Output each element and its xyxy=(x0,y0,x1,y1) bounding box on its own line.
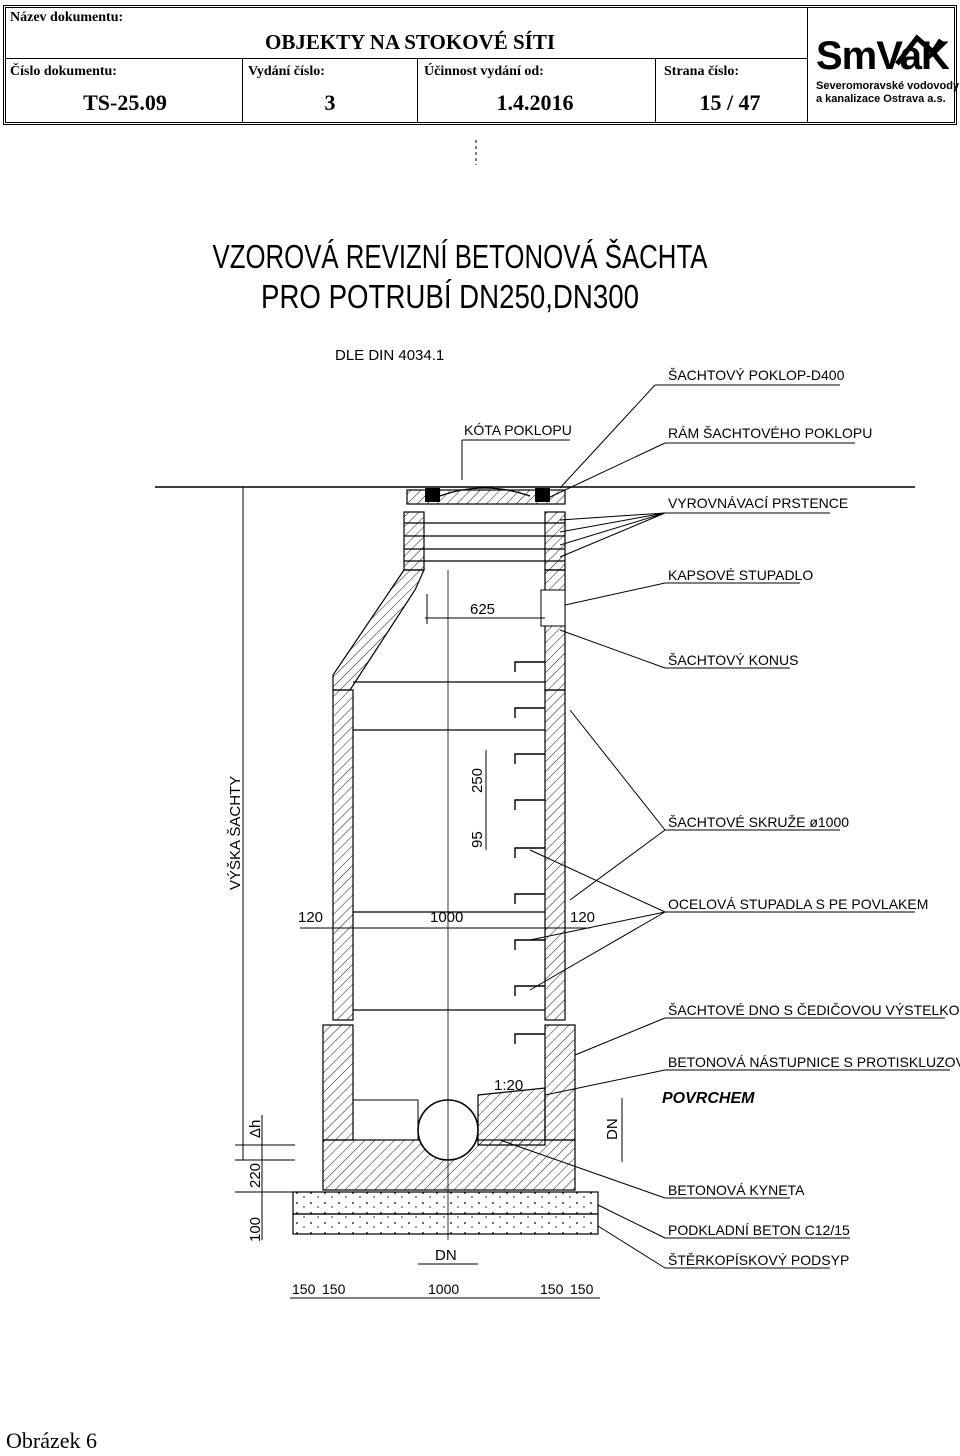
label-cover-level: KÓTA POKLOPU xyxy=(464,422,572,438)
dim-opening: 625 xyxy=(470,601,495,618)
logo-swoosh-icon xyxy=(895,34,944,66)
dim-base-thickness: 100 xyxy=(247,1217,264,1242)
label-pocket-step: KAPSOVÉ STUPADLO xyxy=(668,567,813,583)
doc-name-value: OBJEKTY NA STOKOVÉ SÍTI xyxy=(264,30,555,54)
manhole-drawing: VZOROVÁ REVIZNÍ BETONOVÁ ŠACHTA PRO POTR… xyxy=(155,140,960,1299)
header-divider-v2 xyxy=(417,58,418,122)
logo-line-2: a kanalizace Ostrava a.s. xyxy=(816,93,946,105)
drawing-title-line-1: VZOROVÁ REVIZNÍ BETONOVÁ ŠACHTA xyxy=(213,238,708,275)
label-base-concrete: PODKLADNÍ BETON C12/15 xyxy=(668,1222,850,1238)
dim-base-mid: 1000 xyxy=(428,1281,459,1297)
page-number: 15 / 47 xyxy=(699,90,761,115)
effective-value: 1.4.2016 xyxy=(496,90,574,115)
drawing-standard: DLE DIN 4034.1 xyxy=(335,347,444,364)
label-cover-frame: RÁM ŠACHTOVÉHO POKLOPU xyxy=(668,425,872,441)
label-rings: ŠACHTOVÉ SKRUŽE ø1000 xyxy=(668,814,849,830)
dim-wall-right: 120 xyxy=(570,909,595,926)
effective-label: Účinnost vydání od: xyxy=(424,64,544,79)
issue-value: 3 xyxy=(324,90,336,115)
label-cone: ŠACHTOVÝ KONUS xyxy=(668,652,798,668)
drawing-title-line-2: PRO POTRUBÍ DN250,DN300 xyxy=(261,278,639,315)
steps xyxy=(514,661,545,1044)
label-bench: BETONOVÁ NÁSTUPNICE S PROTISKLUZOVÝM xyxy=(668,1054,960,1070)
page-label: Strana číslo: xyxy=(664,64,740,79)
doc-number-label: Číslo dokumentu: xyxy=(10,64,117,79)
label-channel: BETONOVÁ KYNETA xyxy=(668,1182,805,1198)
dim-wall-left: 120 xyxy=(298,909,323,926)
label-bench-handwritten: POVRCHEM xyxy=(662,1090,755,1107)
label-leveling-rings: VYROVNÁVACÍ PRSTENCE xyxy=(668,495,848,511)
dim-base-b1: 150 xyxy=(292,1281,316,1297)
label-steps: OCELOVÁ STUPADLA S PE POVLAKEM xyxy=(668,896,928,912)
doc-number-value: TS-25.09 xyxy=(83,90,167,115)
header-divider-logo xyxy=(807,8,808,122)
header-divider-horizontal xyxy=(6,58,807,59)
logo-text: SmVaK xyxy=(816,34,950,78)
doc-name-label: Název dokumentu: xyxy=(10,10,124,25)
issue-label: Vydání číslo: xyxy=(248,64,325,79)
dim-shaft-height: VÝŠKA ŠACHTY xyxy=(227,776,244,890)
dim-base-b4: 150 xyxy=(570,1281,594,1297)
dim-dn-bottom: DN xyxy=(435,1247,457,1264)
dim-slope: 1:20 xyxy=(494,1077,523,1094)
header-divider-v3 xyxy=(655,58,656,122)
label-cover: ŠACHTOVÝ POKLOP-D400 xyxy=(668,367,845,383)
label-bottom: ŠACHTOVÉ DNO S ČEDIČOVOU VÝSTELKOU xyxy=(668,1002,960,1018)
logo-line-1: Severomoravské vodovody xyxy=(816,80,960,92)
dim-inner-diameter: 1000 xyxy=(430,909,463,926)
dim-base-b2: 150 xyxy=(322,1281,346,1297)
dim-delta-h: Δh xyxy=(247,1120,264,1138)
dim-step-spacing: 250 xyxy=(469,768,486,793)
header-divider-v1 xyxy=(242,58,243,122)
dim-base-b3: 150 xyxy=(540,1281,564,1297)
dim-bottom-thickness: 220 xyxy=(247,1163,264,1188)
dim-dn-right: DN xyxy=(604,1118,621,1140)
label-gravel: ŠTĚRKOPÍSKOVÝ PODSYP xyxy=(668,1252,849,1268)
figure-caption: Obrázek 6 xyxy=(6,1428,98,1453)
document-header xyxy=(3,5,957,125)
dim-step-depth: 95 xyxy=(469,831,486,848)
